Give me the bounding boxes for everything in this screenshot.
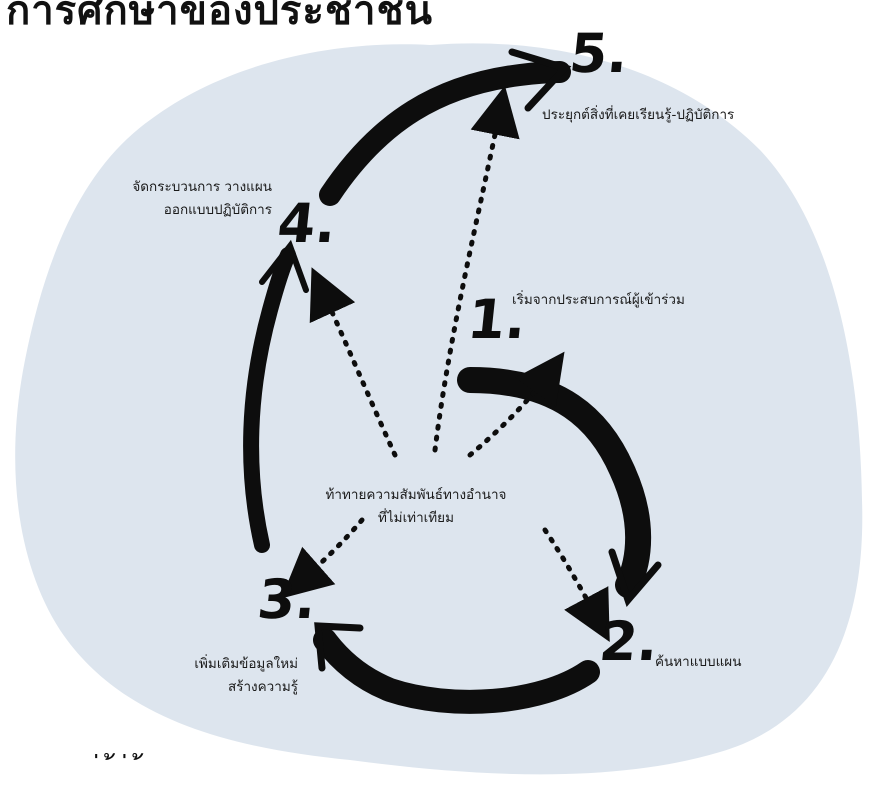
step-5-label: ประยุกต์สิ่งที่เคยเรียนรู้-ปฏิบัติการ bbox=[542, 104, 734, 127]
arrow-4-to-5 bbox=[319, 61, 571, 206]
step-1-line-1: เริ่มจากประสบการณ์ผู้เข้าร่วม bbox=[512, 292, 685, 308]
step-4-label: จัดกระบวนการ วางแผน ออกแบบปฏิบัติการ bbox=[62, 176, 272, 222]
background-blob bbox=[15, 43, 863, 775]
arrow-3-to-4-head bbox=[259, 239, 309, 293]
learning-cycle-diagram bbox=[15, 43, 863, 775]
step-3-label: เพิ่มเติมข้อมูลใหม่ สร้างความรู้ bbox=[130, 653, 298, 699]
step-2-label: ค้นหาแบบแผน bbox=[655, 651, 741, 674]
step-number-2: 2. bbox=[596, 610, 662, 673]
step-4-line-1: จัดกระบวนการ วางแผน bbox=[132, 179, 272, 195]
arrow-3-to-4 bbox=[243, 247, 296, 553]
dotted-arrow-center-to-3 bbox=[281, 517, 365, 599]
center-line-2: ที่ไม่เท่าเทียม bbox=[377, 510, 454, 526]
page-title: การศึกษาของประชาชน bbox=[6, 0, 433, 34]
arrow-2-to-3-head bbox=[314, 622, 364, 672]
step-3-line-1: เพิ่มเติมข้อมูลใหม่ bbox=[194, 656, 298, 672]
center-label: ท้าทายความสัมพันธ์ทางอำนาจ ที่ไม่เท่าเที… bbox=[296, 484, 536, 530]
step-number-4: 4. bbox=[274, 192, 340, 255]
step-number-3: 3. bbox=[254, 568, 320, 631]
arrow-2-to-3 bbox=[313, 628, 600, 714]
step-5-line-1: ประยุกต์สิ่งที่เคยเรียนรู้-ปฏิบัติการ bbox=[542, 107, 735, 123]
dotted-arrow-center-to-4 bbox=[309, 267, 398, 458]
step-number-5: 5. bbox=[566, 22, 632, 85]
dotted-arrow-center-to-5 bbox=[432, 85, 520, 453]
step-2-line-1: ค้นหาแบบแผน bbox=[655, 654, 742, 670]
step-3-line-2: สร้างความรู้ bbox=[227, 679, 298, 695]
arrow-4-to-5-head bbox=[508, 48, 572, 112]
step-1-label: เริ่มจากประสบการณ์ผู้เข้าร่วม bbox=[512, 289, 685, 312]
dotted-arrow-center-to-2 bbox=[542, 527, 610, 643]
arrow-1-to-2-head bbox=[608, 548, 662, 607]
dotted-arrow-center-to-1 bbox=[467, 351, 565, 458]
center-line-1: ท้าทายความสัมพันธ์ทางอำนาจ bbox=[325, 487, 507, 503]
step-4-line-2: ออกแบบปฏิบัติการ bbox=[163, 202, 272, 218]
